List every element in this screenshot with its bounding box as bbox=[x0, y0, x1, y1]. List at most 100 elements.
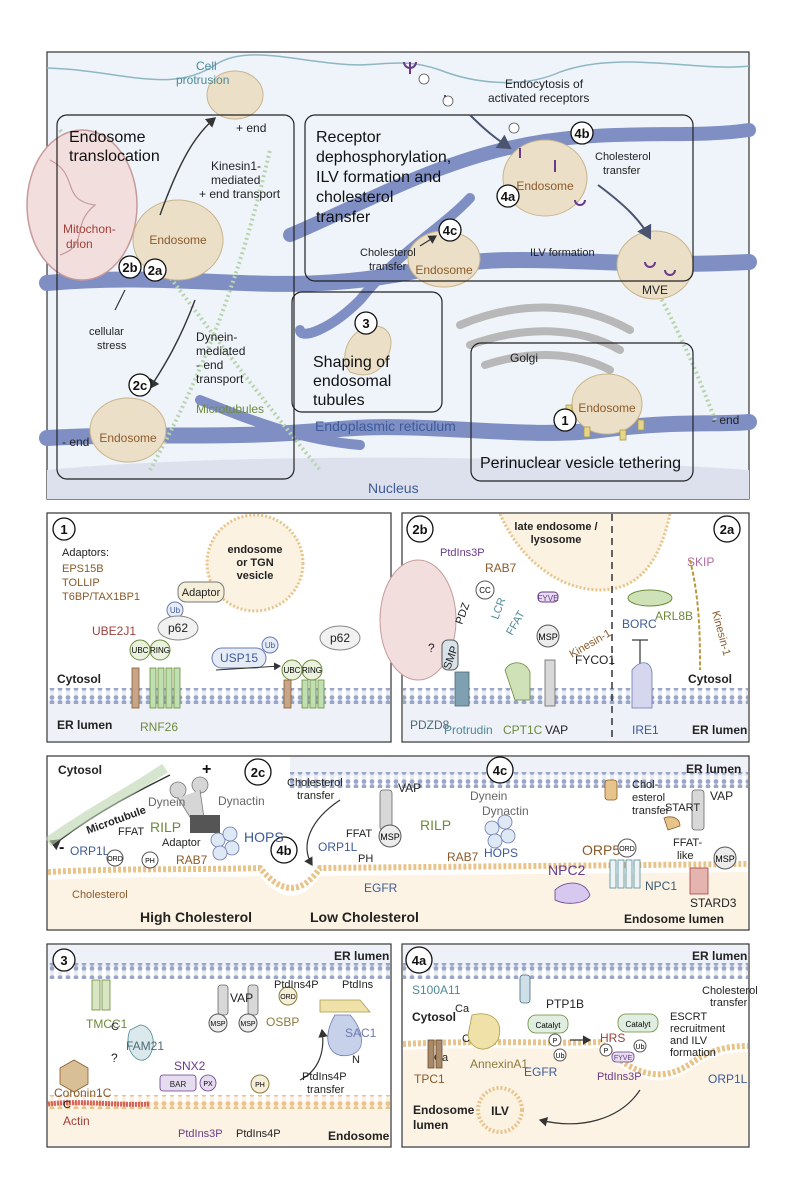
escrt-label-3: and ILV bbox=[670, 1035, 708, 1047]
endo-lumen-4a-1: Endosome bbox=[413, 1103, 475, 1117]
fyve-label: FYVE bbox=[538, 594, 559, 603]
receptor-title-1: Receptor bbox=[316, 129, 382, 146]
late-endosome-label-1: late endosome / bbox=[514, 521, 597, 533]
endosome-label-1: Endosome bbox=[578, 401, 636, 415]
cytosol-label-2: Cytosol bbox=[688, 672, 732, 686]
smp-shape bbox=[441, 639, 459, 671]
sac1-shape bbox=[327, 1014, 362, 1057]
vap-label-2b: VAP bbox=[545, 723, 568, 737]
chol-transfer-4c-3: transfer bbox=[632, 805, 670, 817]
er-lumen-label-4: ER lumen bbox=[334, 949, 389, 963]
badge-4b: 4b bbox=[574, 126, 589, 141]
vesicle-label-1: endosome bbox=[227, 544, 282, 556]
ub-2: Ub bbox=[265, 641, 276, 650]
ptdins3p-label-3: PtdIns3P bbox=[178, 1128, 223, 1140]
badge-1: 1 bbox=[561, 413, 568, 428]
badge-2a: 2a bbox=[148, 263, 163, 278]
egfr-label-2c: EGFR bbox=[364, 881, 398, 895]
rab7-label-2c: RAB7 bbox=[176, 853, 208, 867]
endocytosis-label-2: activated receptors bbox=[488, 91, 589, 105]
badge-4c: 4c bbox=[443, 223, 457, 238]
perinuclear-label: Perinuclear vesicle tethering bbox=[480, 455, 681, 472]
panel-4b-number: 4b bbox=[276, 843, 291, 858]
fyve-shape bbox=[537, 591, 559, 603]
endosome-lumen-label-2c: Endosome lumen bbox=[624, 912, 724, 926]
microtubules bbox=[58, 128, 717, 472]
er-lumen-label-3: ER lumen bbox=[686, 762, 741, 776]
golgi-label: Golgi bbox=[510, 351, 538, 365]
ph-label-2c-b: PH bbox=[358, 853, 373, 865]
rnf26-transmembrane bbox=[149, 667, 181, 709]
panel-3: 3 ER lumen TMCC1 FAM21 ? Coronin1C Actin… bbox=[46, 943, 392, 1148]
borc-shape bbox=[627, 589, 673, 607]
panel-3-number: 3 bbox=[60, 953, 67, 968]
escrt-label-4: formation bbox=[670, 1047, 716, 1059]
endosomes bbox=[89, 70, 694, 463]
rilp-label-2c: RILP bbox=[150, 819, 181, 835]
chol-transfer-2c-1: Cholesterol bbox=[287, 777, 343, 789]
receptor-title-5: transfer bbox=[316, 209, 371, 226]
escrt-label-2: recruitment bbox=[670, 1023, 725, 1035]
ring-2: RING bbox=[302, 666, 322, 675]
ub-label-1: Ub bbox=[556, 1053, 565, 1060]
orp1l-label-4a: ORP1L bbox=[708, 1072, 748, 1086]
chol-transfer-2c-2: transfer bbox=[297, 790, 335, 802]
ire1-shape bbox=[631, 662, 653, 709]
protrudin-label: Protrudin bbox=[444, 723, 493, 737]
stard3-label: STARD3 bbox=[690, 896, 737, 910]
panel-2c-number: 2c bbox=[251, 765, 265, 780]
question-2b: ? bbox=[428, 641, 435, 655]
borc-label: BORC bbox=[622, 617, 657, 631]
panel-4c-number: 4c bbox=[493, 763, 507, 778]
adaptors-title: Adaptors: bbox=[62, 547, 109, 559]
rnf26-label: RNF26 bbox=[140, 720, 178, 734]
fam21-label: FAM21 bbox=[126, 1039, 164, 1053]
chol-transfer-4c-2: transfer bbox=[369, 261, 407, 273]
badge-3: 3 bbox=[362, 316, 369, 331]
mitochondrion bbox=[26, 129, 138, 281]
er-lumen-label-5: ER lumen bbox=[692, 949, 747, 963]
receptor-icons bbox=[403, 61, 676, 276]
er-lumen-label-2: ER lumen bbox=[692, 723, 747, 737]
chol-transfer-4c-1: Chol- bbox=[632, 779, 659, 791]
panel-4a: 4a ER lumen S100A11 Ca Ca Ca Cytosol Ann… bbox=[401, 943, 758, 1148]
adaptor-shape bbox=[177, 581, 225, 603]
p62-shape-2 bbox=[319, 625, 361, 651]
vap-label-3: VAP bbox=[230, 991, 253, 1005]
npc2-label: NPC2 bbox=[548, 862, 586, 878]
nucleus bbox=[47, 457, 749, 499]
er-label: Endoplasmic reticulum bbox=[315, 418, 456, 434]
ptdins4p-transfer-2: transfer bbox=[307, 1084, 345, 1096]
er-membrane-2c bbox=[290, 772, 748, 788]
er-membrane-4a bbox=[403, 963, 748, 979]
tmcc1-shape bbox=[91, 979, 111, 1011]
panel-2c: + - Cytosol Microtubule 2c 4c 4b Dynein … bbox=[45, 755, 750, 931]
tmcc1-label: TMCC1 bbox=[86, 1017, 128, 1031]
dynein-label-4: transport bbox=[196, 372, 244, 386]
ffat-like-label-2: like bbox=[677, 850, 694, 862]
ubc-2: UBC bbox=[284, 666, 301, 675]
endocytosis-label-1: Endocytosis of bbox=[505, 77, 584, 91]
high-cholesterol-label: High Cholesterol bbox=[140, 909, 252, 925]
er-membrane-3 bbox=[48, 963, 390, 979]
p62-shape bbox=[157, 615, 199, 641]
npc1-shape bbox=[609, 859, 641, 889]
usp15-label: USP15 bbox=[220, 651, 258, 665]
vesicle-label-3: vesicle bbox=[237, 570, 274, 582]
ire1-label: IRE1 bbox=[632, 723, 659, 737]
dynactin-label-2c: Dynactin bbox=[218, 794, 265, 808]
dynein-label-2: mediated bbox=[196, 344, 245, 358]
rilp-label-2c-b: RILP bbox=[420, 817, 451, 833]
ffat-like-label-1: FFAT- bbox=[673, 837, 702, 849]
orp1l-label-2c: ORP1L bbox=[70, 844, 110, 858]
annexin-label: AnnexinA1 bbox=[470, 1057, 528, 1071]
ffat-label-2c-b: FFAT bbox=[346, 828, 372, 840]
adaptor-2: TOLLIP bbox=[62, 577, 100, 589]
n-terminal: N bbox=[352, 1054, 360, 1066]
ring-1: RING bbox=[150, 646, 170, 655]
dynein-label-2c-b: Dynein bbox=[470, 789, 507, 803]
ffat-label-2c: FFAT bbox=[118, 826, 144, 838]
ord-label-3: ORD bbox=[280, 994, 296, 1001]
p62-label-1: p62 bbox=[168, 621, 188, 635]
